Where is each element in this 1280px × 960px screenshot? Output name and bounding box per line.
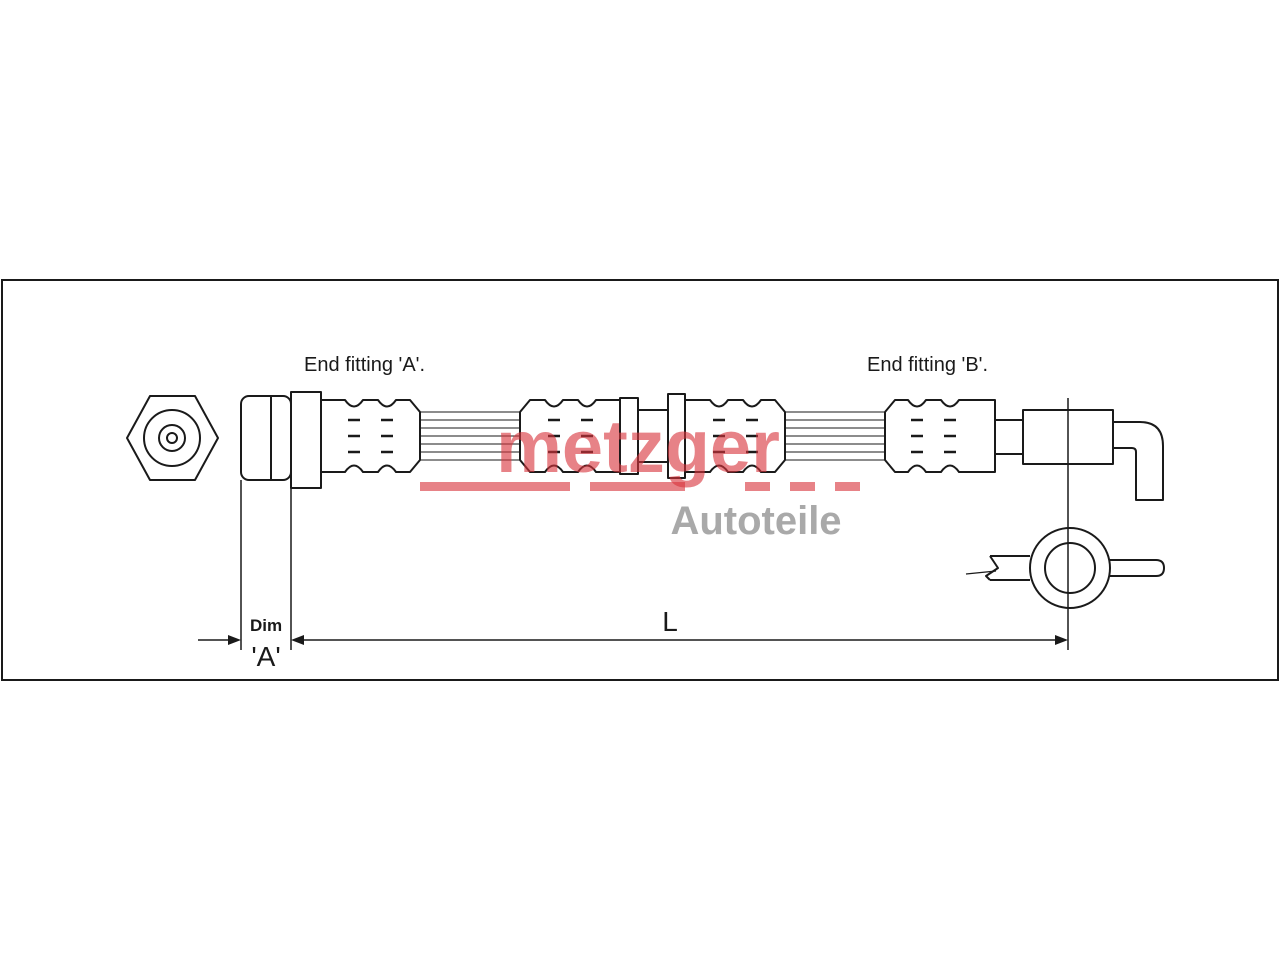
label-end-fitting-a: End fitting 'A'. <box>304 354 425 376</box>
watermark-dashes <box>420 482 860 491</box>
watermark-sub: Autoteile <box>670 499 841 543</box>
sleeve-beads <box>348 418 956 454</box>
label-end-fitting-b: End fitting 'B'. <box>867 354 988 376</box>
dimension-arrows <box>228 635 1068 645</box>
fitting-a-body <box>240 391 322 489</box>
braided-hose <box>420 411 885 461</box>
dimension-lines <box>198 398 1069 650</box>
label-dim-a: 'A' <box>251 641 280 672</box>
fitting-b-body <box>994 409 1164 501</box>
fitting-b-end-view <box>965 527 1165 609</box>
center-bracket <box>619 393 686 479</box>
fitting-a-end-view <box>126 395 219 481</box>
watermark-brand: metzger <box>496 405 780 488</box>
label-dim: Dim <box>250 616 282 635</box>
label-length: L <box>662 606 678 637</box>
diagram-frame <box>1 279 1279 681</box>
